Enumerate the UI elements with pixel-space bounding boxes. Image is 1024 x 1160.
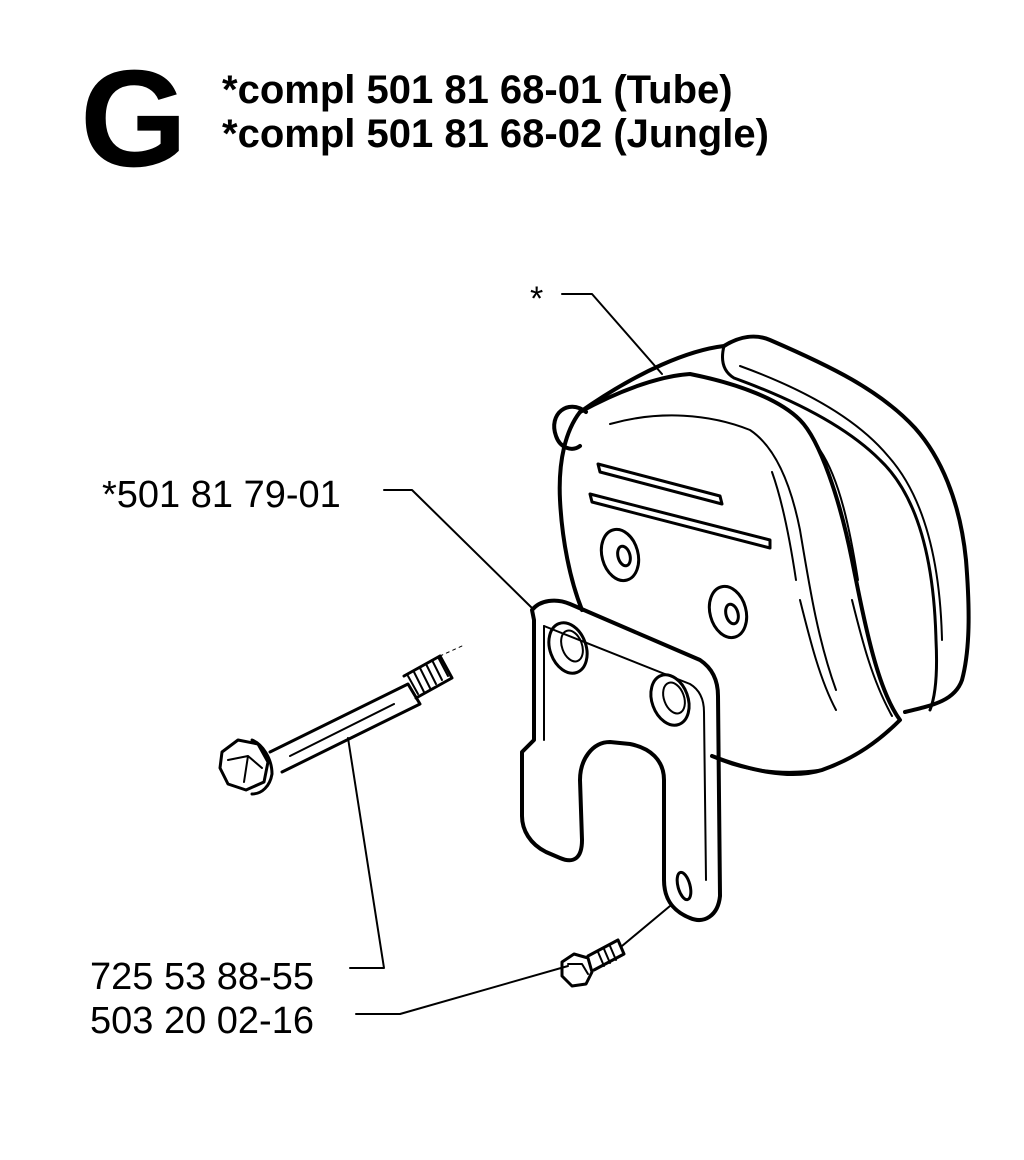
section-letter: G [80, 42, 187, 196]
callout-bracket: *501 81 79-01 [102, 474, 341, 516]
bracket-part [520, 598, 722, 922]
assembly-title-line-2: *compl 501 81 68-02 (Jungle) [222, 112, 769, 156]
callout-screw: 503 20 02-16 [90, 1000, 314, 1042]
leader-bolt [347, 737, 385, 969]
callout-muffler: * [530, 280, 544, 318]
muffler-part [552, 334, 971, 777]
leader-screw-to-bracket [621, 905, 671, 947]
leader-lines [347, 293, 671, 1015]
screw-part [560, 938, 626, 988]
assembly-title: *compl 501 81 68-01 (Tube) *compl 501 81… [222, 68, 769, 156]
leader-bracket [383, 489, 533, 609]
callout-bolt: 725 53 88-55 [90, 956, 314, 998]
bolt-part [218, 645, 463, 796]
assembly-title-line-1: *compl 501 81 68-01 (Tube) [222, 68, 733, 112]
leader-muffler [561, 293, 663, 375]
leader-screw [355, 965, 569, 1015]
